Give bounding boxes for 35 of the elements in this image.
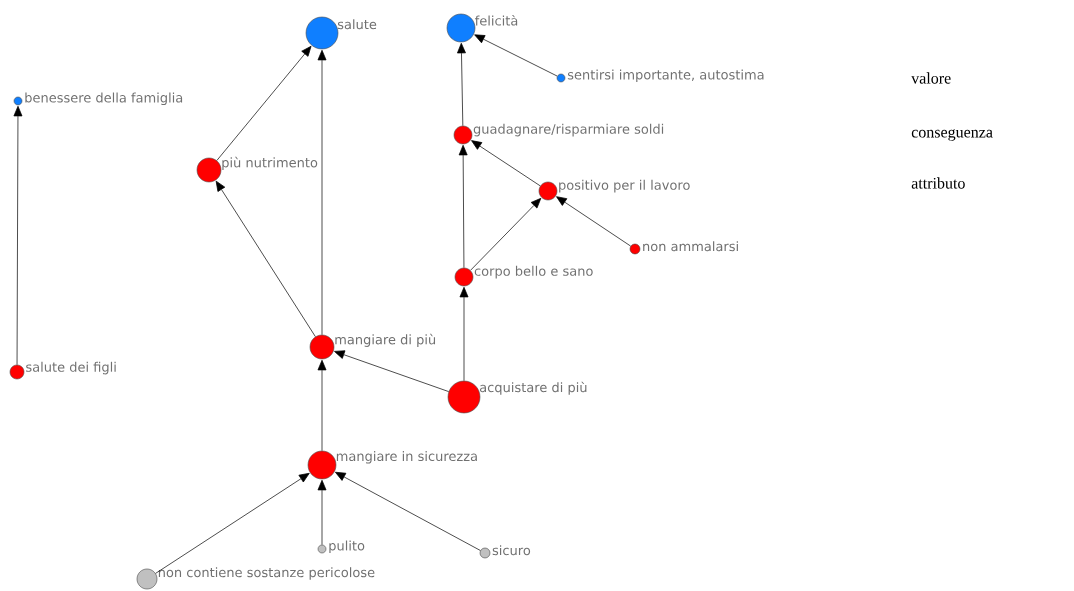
node-label: corpo bello e sano (474, 265, 593, 279)
arrow (556, 196, 631, 247)
arrow (335, 471, 481, 551)
legend-text: conseguenza (911, 129, 993, 141)
arrow (317, 479, 327, 546)
arrow (317, 49, 327, 336)
node-label: più nutrimento (222, 156, 318, 170)
node-label: non ammalarsi (643, 241, 738, 252)
arrow (474, 34, 558, 77)
arrow (458, 144, 468, 269)
arrow (155, 472, 310, 574)
node-label: sicuro (492, 545, 531, 556)
arrow (215, 180, 316, 337)
node-label: acquistare di più (480, 381, 587, 395)
legend-text: attributo (911, 177, 965, 189)
legend-text: valore (911, 72, 951, 84)
node-label: positivo per il lavoro (559, 179, 690, 193)
arrow (216, 45, 312, 161)
arrow (13, 105, 23, 366)
node-label: salute (337, 19, 377, 30)
arrow (470, 197, 542, 271)
node-label: salute dei figli (26, 361, 116, 375)
arrow (471, 140, 541, 187)
node-label: mangiare di più (335, 333, 435, 347)
node-label: sentirsi importante, autostima (567, 69, 764, 83)
node-label: pulito (329, 540, 365, 554)
node-label: benessere della famiglia (25, 92, 183, 106)
node-label: non contiene sostanze pericolose (158, 567, 375, 580)
arrow (457, 42, 466, 127)
node-label: felicità (475, 15, 518, 26)
arrow (317, 359, 327, 452)
node-label: mangiare in sicurezza (336, 451, 477, 464)
arrow (334, 350, 449, 392)
node-label: guadagnare/risparmiare soldi (473, 123, 664, 137)
arrow (459, 286, 469, 382)
